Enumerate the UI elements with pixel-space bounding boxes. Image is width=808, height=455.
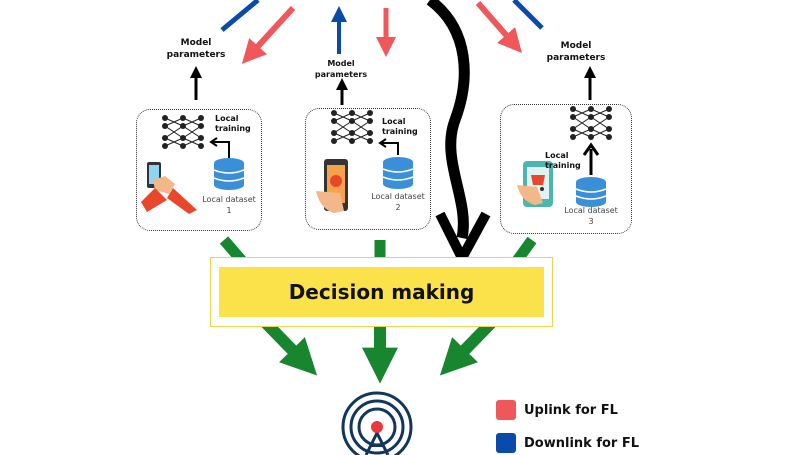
database-icon	[382, 157, 414, 189]
neural-network-icon	[570, 106, 612, 140]
local-training-label-1: Local training	[215, 114, 251, 133]
flow-arrow-bottom-left	[260, 317, 318, 376]
local-training-label-2: Local training	[382, 117, 418, 136]
downlink-arrow-left	[220, 0, 260, 32]
training-loop-arrow-icon	[213, 141, 230, 158]
database-icon	[213, 158, 245, 190]
legend-downlink-label: Downlink for FL	[524, 435, 640, 451]
label-model-parameters-left: Model parameters	[166, 38, 226, 60]
downlink-arrow-right	[512, 0, 544, 30]
legend-uplink-swatch	[496, 400, 516, 420]
uplink-arrow-left	[241, 5, 296, 64]
uplink-arrow-right	[475, 1, 522, 54]
database-icon	[575, 177, 607, 207]
local-training-label-3: Local training	[545, 151, 581, 170]
legend-downlink: Downlink for FL	[496, 433, 639, 453]
legend-uplink-label: Uplink for FL	[524, 402, 618, 418]
legend-downlink-swatch	[496, 433, 516, 453]
legend-uplink: Uplink for FL	[496, 400, 618, 420]
neural-network-icon	[162, 115, 204, 149]
training-loop-arrow-icon	[382, 142, 399, 155]
client-node-2: Local training Local dataset 2	[305, 108, 431, 230]
curved-global-arrow	[426, 0, 470, 240]
client-node-3: Local training Local dataset 3	[500, 104, 632, 234]
decision-making-fill: Decision making	[219, 267, 544, 317]
neural-network-icon	[331, 110, 373, 144]
local-dataset-label-2: Local dataset 2	[371, 192, 425, 212]
local-dataset-label-3: Local dataset 3	[564, 206, 618, 226]
flow-arrow-bottom-right	[439, 317, 497, 376]
label-model-parameters-center: Model parameters	[314, 59, 368, 79]
shopping-phone-icon	[517, 161, 553, 207]
phone-in-hand-icon	[141, 162, 197, 214]
local-dataset-label-1: Local dataset 1	[202, 195, 256, 215]
decision-making-box: Decision making	[210, 257, 553, 327]
client-node-1: Local training Local dataset 1	[136, 109, 262, 231]
phone-map-icon	[316, 159, 348, 213]
label-model-parameters-right: Model parameters	[546, 41, 606, 63]
cell-tower-icon	[341, 391, 413, 455]
decision-making-label: Decision making	[288, 280, 475, 304]
